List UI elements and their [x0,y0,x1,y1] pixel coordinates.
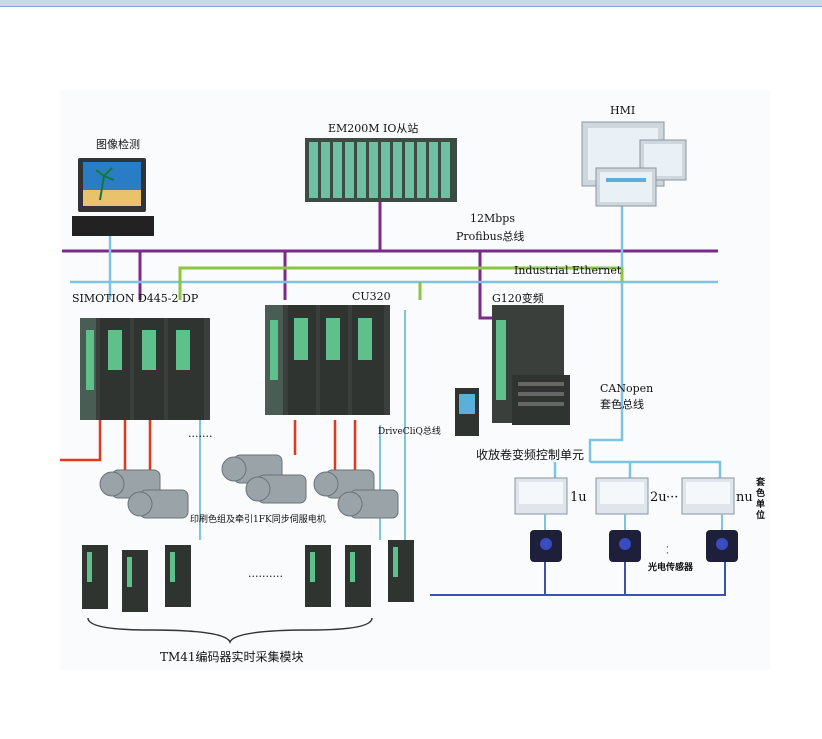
unwind-control-label: 收放卷变频控制单元 [476,448,585,462]
industrial-ethernet-label: Industrial Ethernet [514,264,622,277]
canopen-line [588,282,624,462]
drives-ellipsis: ······· [188,430,213,443]
unit-2-label: 2u [650,490,667,505]
monitor-icon [72,158,154,236]
unit-n-label: nu [736,490,753,505]
sensor-bus-line [430,560,726,596]
image-inspection-label: 图像检测 [96,138,140,151]
unit-1-label: 1u [570,490,587,505]
register-unit-label: 套色单位 [756,478,766,521]
power-cable-1 [60,420,102,462]
tm41-module-icon [82,540,414,612]
drive-unit-icon-cu320 [265,305,390,415]
g120-label: G120变频 [492,292,544,305]
tm41-label: TM41编码器实时采集模块 [160,650,304,664]
hmi-panel-icon [581,121,687,207]
units-ellipsis: ··· [666,490,679,505]
drivecliq-label: DriveCliQ总线 [378,427,441,437]
drive-unit-icon [80,318,210,420]
bus-speed-label: 12Mbps [470,212,515,225]
simotion-label: SIMOTION D445-2 DP [72,292,199,305]
window-top-bar [0,0,822,7]
cu320-label: CU320 [352,290,391,303]
industrial-ethernet-line [178,266,624,300]
em200m-label: EM200M IO从站 [328,122,419,135]
register-controller-icon [514,477,735,515]
hmi-label: HMI [610,104,636,117]
inverter-icon [455,305,570,436]
photo-sensor-icon [530,530,738,562]
servo-motor-icon [99,454,399,519]
register-bus-label: 套色总线 [600,398,644,411]
profibus-label: Profibus总线 [456,230,525,243]
canopen-label: CANopen [600,382,654,395]
tm41-ellipsis: ·········· [248,570,283,583]
tm41-brace [87,617,373,644]
photo-sensor-label: 光电传感器 [648,563,694,573]
register-bus-line [590,460,722,478]
servo-motor-label: 印刷色组及牵引1FK同步伺服电机 [190,515,326,525]
io-rack-icon [305,138,457,202]
sensor-ellipsis: · · [666,543,669,559]
